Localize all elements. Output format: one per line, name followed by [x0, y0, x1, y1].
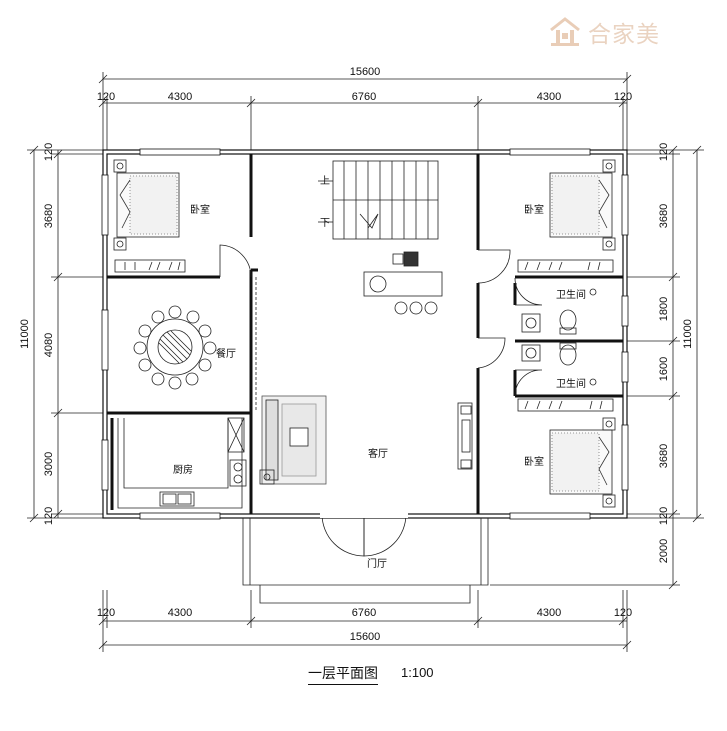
right-dimension-1: 120 — [658, 143, 670, 161]
left-dimension-1: 120 — [43, 143, 55, 161]
tv-cabinet — [457, 402, 473, 470]
left-dimension-4: 3000 — [43, 452, 55, 476]
living-room-label: 客厅 — [368, 447, 388, 460]
bathroom-fixtures — [521, 288, 597, 386]
kitchen-label: 厨房 — [173, 463, 193, 476]
right-dimension-6: 120 — [658, 507, 670, 525]
dining-label: 餐厅 — [216, 347, 236, 360]
brand-logo: 合家美 — [548, 14, 660, 50]
bottom-total-dimension: 15600 — [350, 631, 381, 643]
main-entrance-opening — [320, 510, 408, 518]
right-dimension-lines — [490, 145, 704, 590]
right-dimension-2: 3680 — [658, 204, 670, 228]
bathroom-1-label: 卫生间 — [556, 288, 586, 301]
bottom-dimension-4: 4300 — [537, 607, 561, 619]
staircase — [318, 160, 439, 240]
interior-walls — [107, 154, 623, 514]
sofa-set — [259, 395, 327, 485]
right-total-dimension: 11000 — [682, 319, 694, 349]
wardrobe-ne — [517, 259, 614, 273]
dining-table — [133, 305, 217, 390]
right-dimension-5: 3680 — [658, 444, 670, 468]
bottom-dimension-2: 4300 — [168, 607, 192, 619]
bottom-dimension-3: 6760 — [352, 607, 376, 619]
wardrobe-se — [517, 398, 614, 412]
kitchen-counters — [117, 417, 247, 509]
stair-up-label: 上 — [320, 175, 330, 187]
bottom-dimension-lines — [98, 590, 632, 652]
plan-title: 一层平面图 — [308, 663, 378, 685]
bed-nw — [113, 159, 180, 251]
front-porch — [242, 518, 489, 604]
wardrobe-nw — [114, 259, 186, 273]
bed-se — [549, 417, 616, 508]
stair-down-label: 下 — [320, 218, 330, 229]
top-dimension-lines — [98, 72, 632, 150]
left-dimension-lines — [27, 145, 103, 523]
left-total-dimension: 11000 — [19, 319, 31, 349]
bathroom-2-label: 卫生间 — [556, 377, 586, 390]
house-logo-icon — [550, 17, 580, 46]
right-dimension-7: 2000 — [658, 539, 670, 563]
bed-ne — [549, 159, 616, 251]
left-dimension-3: 4080 — [43, 333, 55, 357]
exterior-walls — [101, 148, 629, 520]
top-dimension-2: 4300 — [168, 91, 192, 103]
bedroom-nw-label: 卧室 — [190, 203, 210, 216]
bedroom-se-label: 卧室 — [524, 455, 544, 468]
plan-scale: 1:100 — [401, 665, 434, 680]
foyer-label: 门厅 — [367, 557, 387, 570]
top-dimension-3: 6760 — [352, 91, 376, 103]
brand-name: 合家美 — [588, 22, 660, 48]
top-dimension-4: 4300 — [537, 91, 561, 103]
bottom-dimension-5: 120 — [614, 607, 632, 619]
door-swings — [219, 244, 543, 557]
bottom-dimension-1: 120 — [97, 607, 115, 619]
right-dimension-4: 1600 — [658, 357, 670, 381]
left-dimension-2: 3680 — [43, 204, 55, 228]
top-dimension-1: 120 — [97, 91, 115, 103]
top-dimension-5: 120 — [614, 91, 632, 103]
bedroom-ne-label: 卧室 — [524, 203, 544, 216]
bar-counter — [363, 251, 443, 315]
top-total-dimension: 15600 — [350, 66, 381, 78]
left-dimension-5: 120 — [43, 507, 55, 525]
right-dimension-3: 1800 — [658, 297, 670, 321]
